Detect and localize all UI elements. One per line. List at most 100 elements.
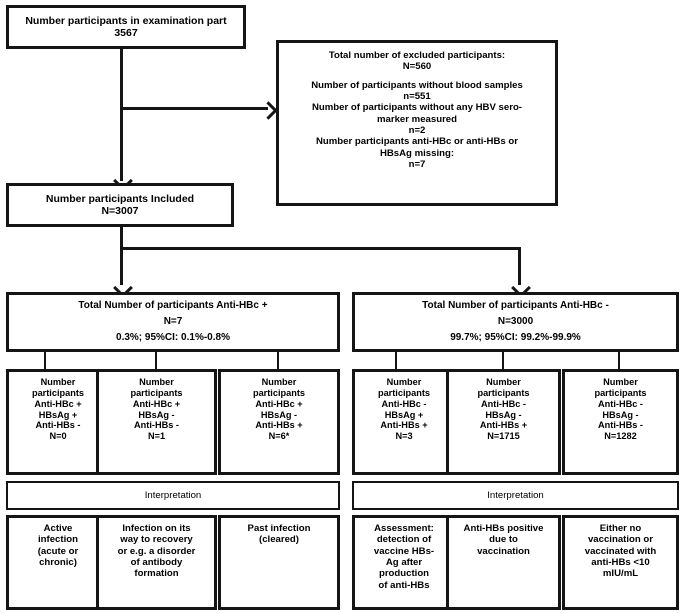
left-interp-1-line-0: Active [43,523,73,534]
anti-hbc-pos-line-0: Total Number of participants Anti-HBc + [78,300,268,312]
right-interp-3-line-2: vaccinated with [584,545,657,557]
right-interp-2-line-2: vaccination [477,545,530,557]
excluded-line-10: n=7 [408,158,426,170]
connector-stub-left-2 [155,352,157,369]
right-2-line-1: participants [477,387,530,398]
interpretation-label-right: Interpretation [487,489,544,501]
enrolled-line-0: Number participants in examination part [25,14,227,27]
left-1-line-4: Anti-HBs - [35,420,81,431]
left-interp-1-line-3: chronic) [39,556,77,568]
right-1-line-2: Anti-HBc - [381,398,427,409]
left-2-line-2: Anti-HBc + [132,398,181,409]
excluded-line-1: N=560 [402,61,432,73]
left-3-line-5: N=6* [268,431,290,442]
included-line-0: Number participants Included [45,192,195,205]
right-3-line-5: N=1282 [604,431,637,442]
left-interp-1-line-1: infection [38,534,78,546]
right-2-line-4: Anti-HBs + [479,420,528,431]
right-3-line-0: Number [603,377,638,387]
left-interp-2-line-2: or e.g. a disorder [117,545,196,557]
excluded-line-7: n=2 [408,124,426,136]
node-anti-hbc-positive: Total Number of participants Anti-HBc + … [6,292,340,352]
node-anti-hbc-negative: Total Number of participants Anti-HBc - … [352,292,679,352]
left-1-line-3: HBsAg + [38,409,78,420]
connector-split-right-drop [518,247,521,285]
excluded-line-8: Number participants anti-HBc or anti-HBs… [315,136,519,148]
right-1-line-0: Number [386,377,422,387]
interpretation-box-left-3: Past infection (cleared) [218,515,340,610]
left-1-line-2: Anti-HBc + [34,398,82,409]
node-excluded: Total number of excluded participants: N… [276,40,558,206]
anti-hbc-neg-line-1: N=3000 [497,316,534,328]
left-1-line-0: Number [40,377,76,387]
left-interp-2-line-4: formation [134,568,179,580]
interpretation-label-left: Interpretation [144,489,202,501]
subgroup-box-right-1: Number participants Anti-HBc - HBsAg + A… [352,369,456,475]
node-included: Number participants Included N=3007 [6,183,234,227]
excluded-line-5: Number of participants without any HBV s… [311,102,523,114]
interpretation-band-right: Interpretation [352,481,679,510]
node-enrolled: Number participants in examination part … [6,5,246,49]
right-interp-2-line-1: due to [489,534,518,546]
left-interp-3-line-0: Past infection [247,523,311,534]
right-3-line-3: HBsAg - [602,409,639,420]
excluded-line-9: HBsAg missing: [379,147,455,159]
subgroup-box-right-2: Number participants Anti-HBc - HBsAg - A… [446,369,561,475]
right-interp-1-line-1: detection of [376,534,432,546]
right-3-line-1: participants [594,387,647,398]
right-interp-3-line-3: anti-HBs <10 [591,556,650,568]
right-interp-3-line-4: mIU/mL [602,568,639,580]
connector-stub-right-2 [502,352,504,369]
enrolled-line-1: 3567 [114,27,138,39]
anti-hbc-pos-line-2: 0.3%; 95%CI: 0.1%-0.8% [116,331,230,343]
connector-split-left-drop [120,247,123,285]
right-interp-1-line-0: Assessment: [374,523,434,534]
connector-included-trunk [120,227,123,249]
anti-hbc-pos-line-1: N=7 [163,316,183,328]
connector-split-horizontal [120,247,521,250]
excluded-line-0: Total number of excluded participants: [328,50,506,61]
included-line-1: N=3007 [101,205,139,217]
interpretation-band-left: Interpretation [6,481,340,510]
interpretation-box-left-2: Infection on its way to recovery or e.g.… [96,515,217,610]
excluded-line-4: n=551 [403,90,431,102]
interpretation-box-right-3: Either no vaccination or vaccinated with… [562,515,679,610]
right-interp-1-line-3: Ag after [385,556,423,568]
connector-to-excluded [120,107,268,110]
connector-stub-right-1 [395,352,397,369]
right-3-line-4: Anti-HBs - [598,420,643,431]
right-1-line-3: HBsAg + [384,409,424,420]
right-interp-1-line-5: of anti-HBs [378,579,430,591]
left-interp-2-line-1: way to recovery [120,534,193,546]
left-3-line-3: HBsAg - [260,409,298,420]
interpretation-box-right-2: Anti-HBs positive due to vaccination [446,515,561,610]
left-interp-2-line-3: of antibody [130,556,183,568]
anti-hbc-neg-line-0: Total Number of participants Anti-HBc - [422,300,609,312]
left-interp-1-line-2: (acute or [37,545,79,557]
right-1-line-4: Anti-HBs + [380,420,428,431]
right-2-line-3: HBsAg - [485,409,522,420]
right-2-line-2: Anti-HBc - [481,398,526,409]
right-interp-1-line-4: production [378,568,430,580]
connector-stub-right-3 [618,352,620,369]
right-2-line-5: N=1715 [487,431,520,442]
left-1-line-1: participants [31,387,85,398]
left-1-line-5: N=0 [49,431,67,442]
connector-enrolled-trunk [120,49,123,181]
right-interp-3-line-1: vaccination or [587,534,654,546]
subgroup-box-right-3: Number participants Anti-HBc - HBsAg - A… [562,369,679,475]
left-3-line-2: Anti-HBc + [255,398,303,409]
excluded-line-3: Number of participants without blood sam… [311,79,523,91]
left-interp-3-line-1: (cleared) [259,534,299,546]
left-2-line-1: participants [130,387,183,398]
right-2-line-0: Number [486,377,521,387]
excluded-line-6: marker measured [377,113,457,125]
arrowhead-to-excluded [259,100,278,120]
left-2-line-5: N=1 [147,431,166,442]
subgroup-box-left-3: Number participants Anti-HBc + HBsAg - A… [218,369,340,475]
right-1-line-1: participants [377,387,431,398]
right-interp-3-line-0: Either no [599,523,642,534]
right-1-line-5: N=3 [395,431,413,442]
anti-hbc-neg-line-2: 99.7%; 95%CI: 99.2%-99.9% [450,331,581,343]
